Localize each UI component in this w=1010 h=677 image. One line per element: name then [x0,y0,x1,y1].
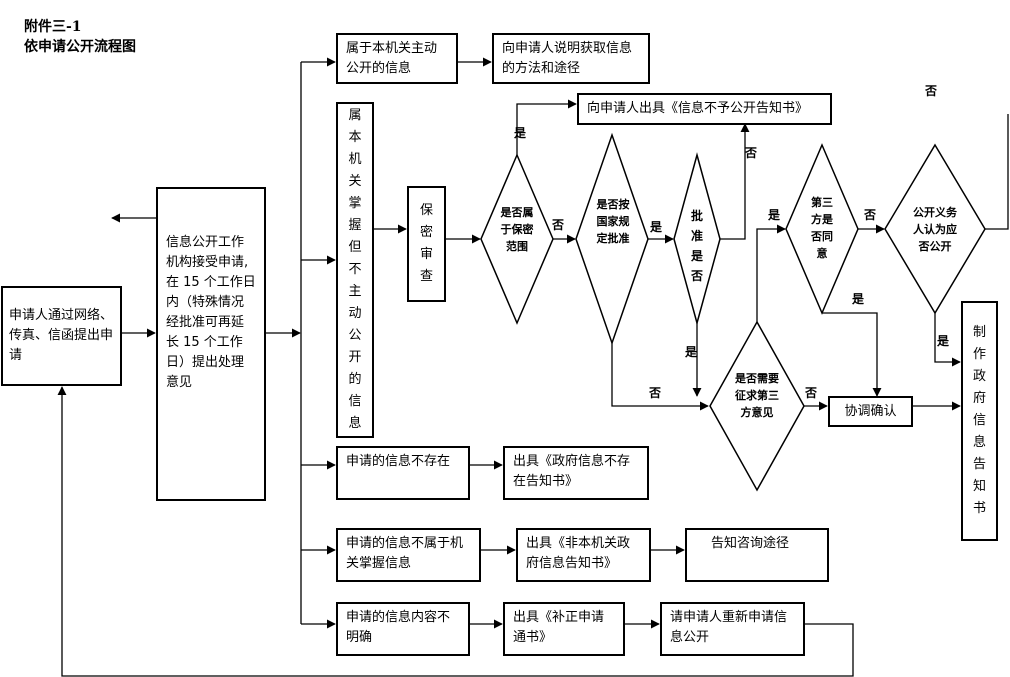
held-not-active-box: 属本机关掌握但不主动公开的信息 [336,102,374,438]
explain-method-text: 向申请人说明获取信息的方法和途径 [502,41,633,76]
held-not-active-text: 属本机关掌握但不主动公开的信息 [348,108,362,431]
secrecy-review-text: 保密审查 [420,203,434,284]
label-no-third-party-agree: 否 [864,208,877,222]
page-title-line2: 依申请公开流程图 [24,39,136,55]
make-notice-box: 制作政府信息告知书 [961,301,998,541]
explain-method-box: 向申请人说明获取信息的方法和途径 [492,33,650,84]
supplement-notice-box: 出具《补正申请通书》 [503,602,625,656]
decision-needs-approval-text: 是否按国家规定批准 [596,198,630,245]
supplement-notice-text: 出具《补正申请通书》 [513,610,605,645]
label-no-needs-third-party: 否 [805,386,818,400]
applicant-text: 申请人通过网络、传真、信函提出申请 [9,308,114,363]
not-held-text: 申请的信息不属于机关掌握信息 [346,536,464,571]
label-yes-secret: 是 [514,126,527,140]
not-exist-notice-box: 出具《政府信息不存在告知书》 [503,446,649,500]
not-held-notice-text: 出具《非本机关政府信息告知书》 [526,536,631,571]
decision-needs-third-party-text: 是否需要征求第三方意见 [735,372,779,419]
not-exist-text: 申请的信息不存在 [346,454,451,469]
label-no-secret: 否 [552,218,565,232]
decision-is-secret-text: 是否属于保密范围 [500,206,534,253]
not-exist-box: 申请的信息不存在 [336,446,470,500]
active-info-box: 属于本机关主动公开的信息 [336,33,458,84]
label-no-approval: 否 [649,386,662,400]
decision-approved-text: 批准是否 [690,209,703,283]
label-yes-third-party-agree: 是 [852,292,865,306]
not-disclose-notice-box: 向申请人出具《信息不予公开告知书》 [577,93,832,125]
label-yes-approval: 是 [650,220,663,234]
applicant-box: 申请人通过网络、传真、信函提出申请 [1,286,122,386]
label-no-public-duty: 否 [925,84,938,98]
consult-route-text: 告知咨询途径 [711,536,790,551]
consult-route-box: 告知咨询途径 [685,528,829,582]
reapply-text: 请申请人重新申请信息公开 [670,610,788,645]
not-disclose-notice-text: 向申请人出具《信息不予公开告知书》 [587,101,809,116]
not-held-notice-box: 出具《非本机关政府信息告知书》 [516,528,651,582]
diamond-is-secret [480,153,554,325]
agency-text: 信息公开工作机构接受申请,在 15 个工作日内（特殊情况经批准可再延长 15 个… [166,235,256,390]
secrecy-review-box: 保密审查 [407,186,446,302]
label-yes-approved: 是 [685,345,698,359]
unclear-text: 申请的信息内容不明确 [346,610,451,645]
coordinate-text: 协调确认 [844,404,897,419]
agency-box: 信息公开工作机构接受申请,在 15 个工作日内（特殊情况经批准可再延长 15 个… [156,187,266,501]
unclear-box: 申请的信息内容不明确 [336,602,470,656]
label-no-approved: 否 [745,146,758,160]
label-yes-public-duty: 是 [937,334,950,348]
coordinate-box: 协调确认 [828,396,913,427]
diamond-needs-third-party [709,320,805,492]
not-exist-notice-text: 出具《政府信息不存在告知书》 [513,454,631,489]
active-info-text: 属于本机关主动公开的信息 [346,41,438,76]
label-yes-needs-third-party: 是 [768,208,781,222]
decision-public-duty-text: 公开义务人认为应否公开 [913,206,957,253]
not-held-box: 申请的信息不属于机关掌握信息 [336,528,481,582]
make-notice-text: 制作政府信息告知书 [973,325,987,516]
decision-third-party-agree-text: 第三方是否同意 [811,196,833,260]
reapply-box: 请申请人重新申请信息公开 [660,602,805,656]
page-title-line1: 附件三-1 [24,19,82,35]
